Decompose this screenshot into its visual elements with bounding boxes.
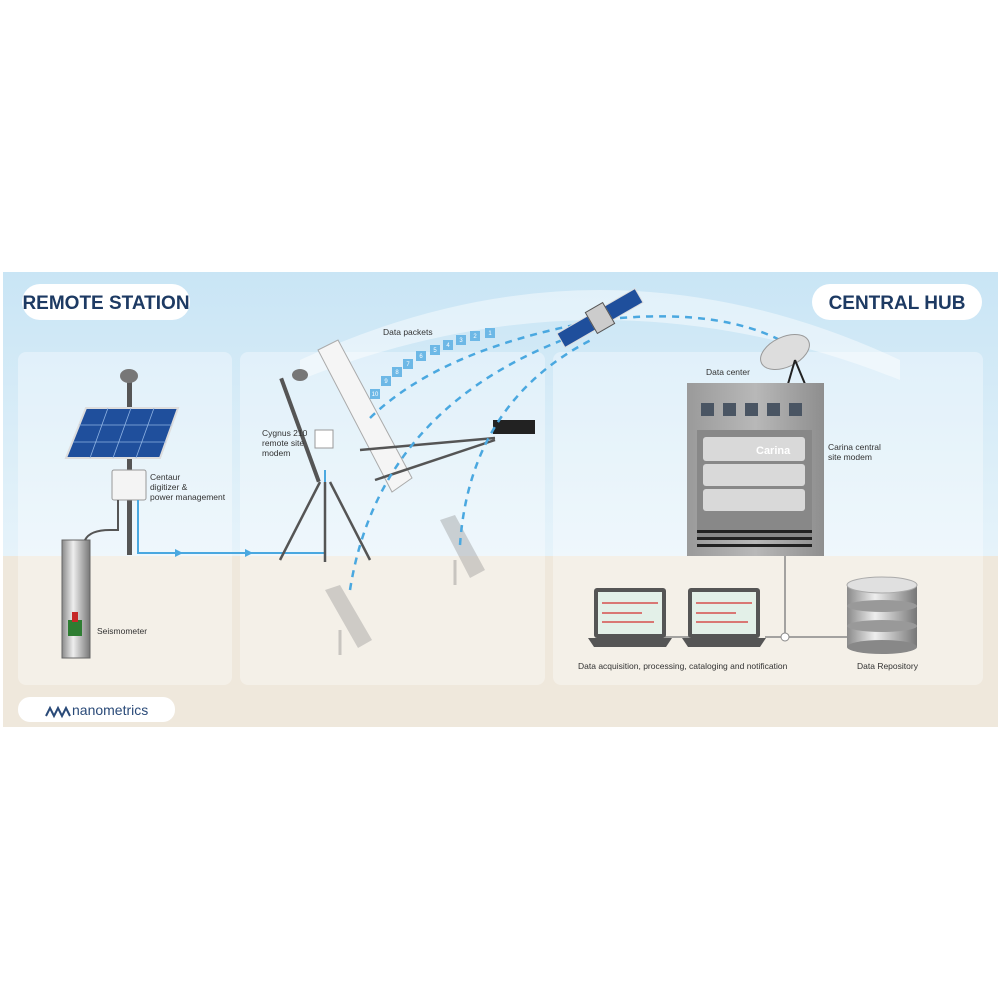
svg-text:power management: power management: [150, 492, 226, 502]
svg-text:site modem: site modem: [828, 452, 872, 462]
packet-number: 1: [488, 331, 492, 337]
packet-box: [381, 376, 391, 386]
panel-modem: [240, 352, 545, 685]
svg-text:Seismometer: Seismometer: [97, 626, 147, 636]
laptop-1: [588, 588, 672, 647]
svg-text:Data Repository: Data Repository: [857, 661, 919, 671]
additional-remote-stations: [325, 515, 485, 655]
svg-text:Centaur: Centaur: [150, 472, 180, 482]
svg-text:REMOTE STATION: REMOTE STATION: [22, 293, 189, 314]
seismometer-vault: [61, 500, 119, 659]
packet-box: [370, 389, 380, 399]
remote-station-title: REMOTE STATION: [22, 284, 190, 320]
vsat-antenna: [278, 339, 535, 562]
packet-number: 2: [473, 334, 477, 340]
hub-satellite-dish: [760, 334, 810, 385]
packet-box: [470, 331, 480, 341]
packet-number: 6: [419, 354, 423, 360]
data-center-building: [687, 383, 824, 556]
svg-text:CENTRAL HUB: CENTRAL HUB: [829, 293, 966, 314]
svg-text:modem: modem: [262, 448, 290, 458]
svg-text:Cygnus 210: Cygnus 210: [262, 428, 308, 438]
svg-text:Carina central: Carina central: [828, 442, 881, 452]
signal-arc-glow: [300, 290, 900, 380]
packet-number: 3: [459, 338, 463, 344]
svg-text:remote site: remote site: [262, 438, 304, 448]
packet-box: [456, 335, 466, 345]
packet-number: 4: [446, 343, 450, 349]
satellite-uplink-paths: [348, 315, 781, 591]
svg-text:Data center: Data center: [706, 367, 750, 377]
network-connections: [665, 556, 850, 638]
data-packets: 1 2 3 4 5 6 7 8 9 10: [370, 328, 495, 399]
ground-background: [3, 556, 998, 727]
packet-number: 7: [406, 362, 410, 368]
flow-arrow-icon: [175, 549, 183, 557]
packet-number: 5: [433, 348, 437, 354]
svg-text:Data acquisition, processing,: Data acquisition, processing, cataloging…: [578, 661, 788, 671]
packet-box: [485, 328, 495, 338]
packet-box: [443, 340, 453, 350]
nanometrics-logo: nanometrics: [18, 697, 175, 722]
network-junction: [780, 632, 790, 642]
flow-arrow-icon: [245, 549, 253, 557]
packet-number: 9: [384, 379, 388, 385]
packet-number: 10: [372, 392, 379, 398]
packet-box: [392, 367, 402, 377]
satellite-icon: [556, 287, 644, 349]
svg-text:digitizer &: digitizer &: [150, 482, 188, 492]
database-icon: [846, 576, 918, 654]
carina-logo: Carina: [756, 445, 791, 457]
solar-panel-mast: [64, 369, 180, 555]
packet-box: [403, 359, 413, 369]
packet-box: [430, 345, 440, 355]
svg-text:nanometrics: nanometrics: [72, 702, 148, 718]
central-hub-title: CENTRAL HUB: [812, 284, 982, 320]
packet-number: 8: [395, 370, 399, 376]
laptop-2: [682, 588, 766, 647]
packet-box: [416, 351, 426, 361]
svg-text:Data packets: Data packets: [383, 327, 433, 337]
